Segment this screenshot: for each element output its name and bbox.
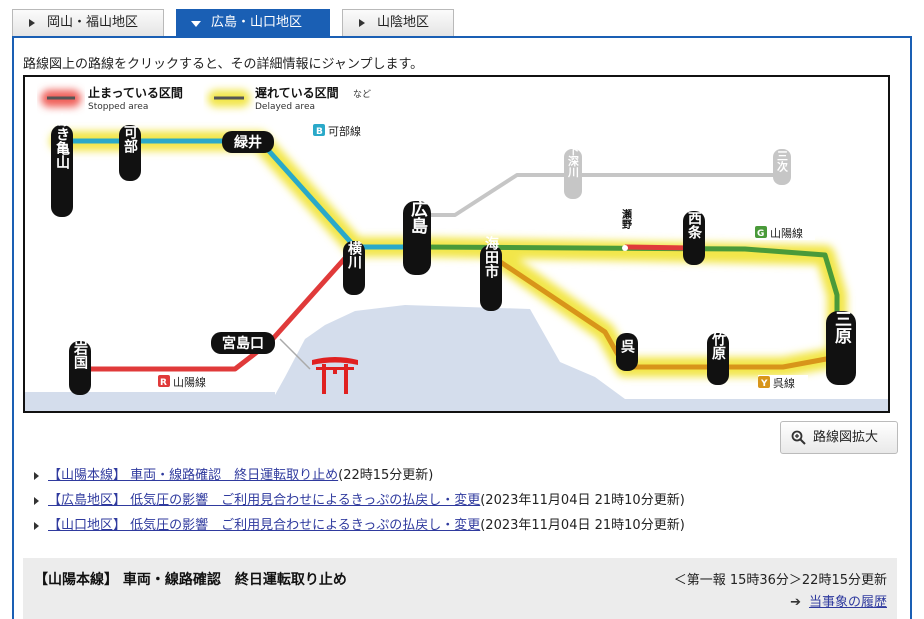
tab-sanin[interactable]: 山陰地区 (342, 9, 454, 37)
station-midorii[interactable]: 緑井 (222, 131, 274, 153)
line-badge-name: 山陽線 (173, 375, 206, 389)
kure-line-badge: Y 呉線 (758, 375, 808, 390)
news-link[interactable]: 【広島地区】 低気圧の影響 ご利用見合わせによるきっぷの払戻し・変更 (48, 493, 481, 508)
station-shimofukawa[interactable]: 下深川 (564, 144, 582, 199)
station-iwakuni[interactable]: 岩国 (69, 340, 91, 395)
kabe-line[interactable] (60, 138, 420, 250)
station-miyoshi[interactable]: 三次 (773, 149, 791, 185)
tab-label: 広島・山口地区 (211, 15, 303, 30)
legend-stopped-jp: 止まっている区間 (88, 85, 183, 100)
news-item: 【広島地区】 低気圧の影響 ご利用見合わせによるきっぷの払戻し・変更(2023年… (34, 491, 685, 516)
legend-delayed-jp: 遅れている区間 (255, 86, 339, 100)
tab-hiroshima-yamaguchi[interactable]: 広島・山口地区 (176, 9, 330, 37)
station-kabe[interactable]: 可部 (119, 125, 141, 181)
station-label: 広島 (407, 199, 428, 235)
geibi-line[interactable] (420, 173, 785, 217)
sanyo-east-badge: G 山陽線 (755, 225, 815, 240)
station-label: 可部 (122, 125, 138, 154)
map-zoom-button[interactable]: 路線図拡大 (780, 421, 898, 454)
legend-delayed-en: Delayed area (255, 102, 315, 112)
arrow-right-icon: ➔ (790, 595, 801, 610)
line-badge-name: 呉線 (773, 376, 795, 390)
tab-okayama-fukuyama[interactable]: 岡山・福山地区 (12, 9, 164, 37)
news-link[interactable]: 【山口地区】 低気圧の影響 ご利用見合わせによるきっぷの払戻し・変更 (48, 518, 481, 533)
station-kaitaichi[interactable]: 海田市 (480, 235, 502, 311)
notice-time: ＜第一報 15時36分＞22時15分更新 (673, 573, 887, 588)
map-instruction: 路線図上の路線をクリックすると、その詳細情報にジャンプします。 (23, 57, 424, 72)
sanyo-west-badge: R 山陽線 (158, 374, 218, 389)
notice-history: ➔ 当事象の履歴 (790, 591, 887, 610)
kabe-line-badge: B 可部線 (313, 123, 368, 138)
news-link[interactable]: 【山陽本線】 車両・線路確認 終日運転取り止め (48, 468, 339, 483)
station-yokogawa[interactable]: 横川 (343, 240, 365, 295)
legend-delayed: 遅れている区間 など Delayed area (208, 86, 371, 112)
station-label: 三原 (831, 310, 852, 345)
torii-icon (312, 357, 358, 394)
tab-label: 岡山・福山地区 (47, 15, 139, 30)
miyajima-ferry-route (279, 338, 311, 370)
triangle-right-icon (34, 497, 39, 505)
legend-stopped: 止まっている区間 Stopped area (41, 85, 183, 112)
line-badge-letter: Y (760, 379, 768, 389)
line-badge-letter: G (757, 229, 764, 239)
news-updated: (2023年11月04日 21時10分更新) (480, 518, 685, 533)
station-miyajimaguchi[interactable]: 宮島口 (211, 332, 275, 354)
legend-stopped-en: Stopped area (88, 102, 148, 112)
station-aki-kameyama[interactable]: あき亀山 (51, 113, 73, 217)
tab-label: 山陰地区 (377, 15, 430, 30)
station-label: 岩国 (72, 340, 89, 370)
region-tabs: 岡山・福山地区 広島・山口地区 山陰地区 (0, 0, 924, 37)
station-label: 瀬野 (620, 208, 632, 230)
news-item: 【山口地区】 低気圧の影響 ご利用見合わせによるきっぷの払戻し・変更(2023年… (34, 516, 685, 541)
triangle-down-icon (191, 21, 201, 27)
news-list: 【山陽本線】 車両・線路確認 終日運転取り止め(22時15分更新) 【広島地区】… (34, 466, 685, 541)
sea-area (25, 305, 888, 411)
triangle-right-icon (34, 522, 39, 530)
legend-delayed-suffix: など (353, 89, 371, 100)
stopped-segment[interactable] (624, 244, 691, 251)
station-saijo[interactable]: 西条 (683, 211, 705, 265)
magnifier-icon (791, 430, 806, 445)
station-kure[interactable]: 呉 (616, 333, 638, 371)
route-map: 止まっている区間 Stopped area 遅れている区間 など Delayed… (23, 75, 890, 413)
station-label: 横川 (346, 240, 363, 269)
station-label: 海田市 (483, 235, 499, 279)
line-badge-letter: R (160, 378, 167, 388)
news-updated: (2023年11月04日 21時10分更新) (480, 493, 685, 508)
station-label: 三次 (776, 150, 789, 173)
history-link[interactable]: 当事象の履歴 (808, 595, 887, 610)
sanyo-west-line[interactable] (80, 245, 357, 372)
line-badge-name: 可部線 (328, 124, 361, 138)
line-badge-name: 山陽線 (770, 226, 803, 240)
station-label: 呉 (619, 339, 635, 354)
station-label: 緑井 (234, 134, 262, 151)
incident-notice: 【山陽本線】 車両・線路確認 終日運転取り止め ＜第一報 15時36分＞22時1… (23, 558, 897, 619)
station-label: 宮島口 (222, 335, 264, 352)
news-updated: (22時15分更新) (338, 468, 434, 483)
region-panel: 路線図上の路線をクリックすると、その詳細情報にジャンプします。 (12, 36, 912, 619)
station-label: 下深川 (567, 144, 581, 177)
line-badge-letter: B (316, 127, 323, 137)
zoom-button-label: 路線図拡大 (813, 430, 879, 445)
station-takehara[interactable]: 竹原 (707, 331, 729, 385)
triangle-right-icon (29, 19, 35, 27)
station-label: 西条 (686, 211, 703, 240)
station-seno[interactable]: 瀬野 (620, 208, 632, 251)
triangle-right-icon (34, 472, 39, 480)
news-item: 【山陽本線】 車両・線路確認 終日運転取り止め(22時15分更新) (34, 466, 685, 491)
notice-title: 【山陽本線】 車両・線路確認 終日運転取り止め (34, 572, 347, 588)
station-label: 竹原 (710, 331, 727, 361)
station-hiroshima[interactable]: 広島 (403, 199, 431, 275)
station-label: あき亀山 (54, 113, 70, 170)
station-mihara[interactable]: 三原 (826, 310, 856, 385)
triangle-right-icon (359, 19, 365, 27)
